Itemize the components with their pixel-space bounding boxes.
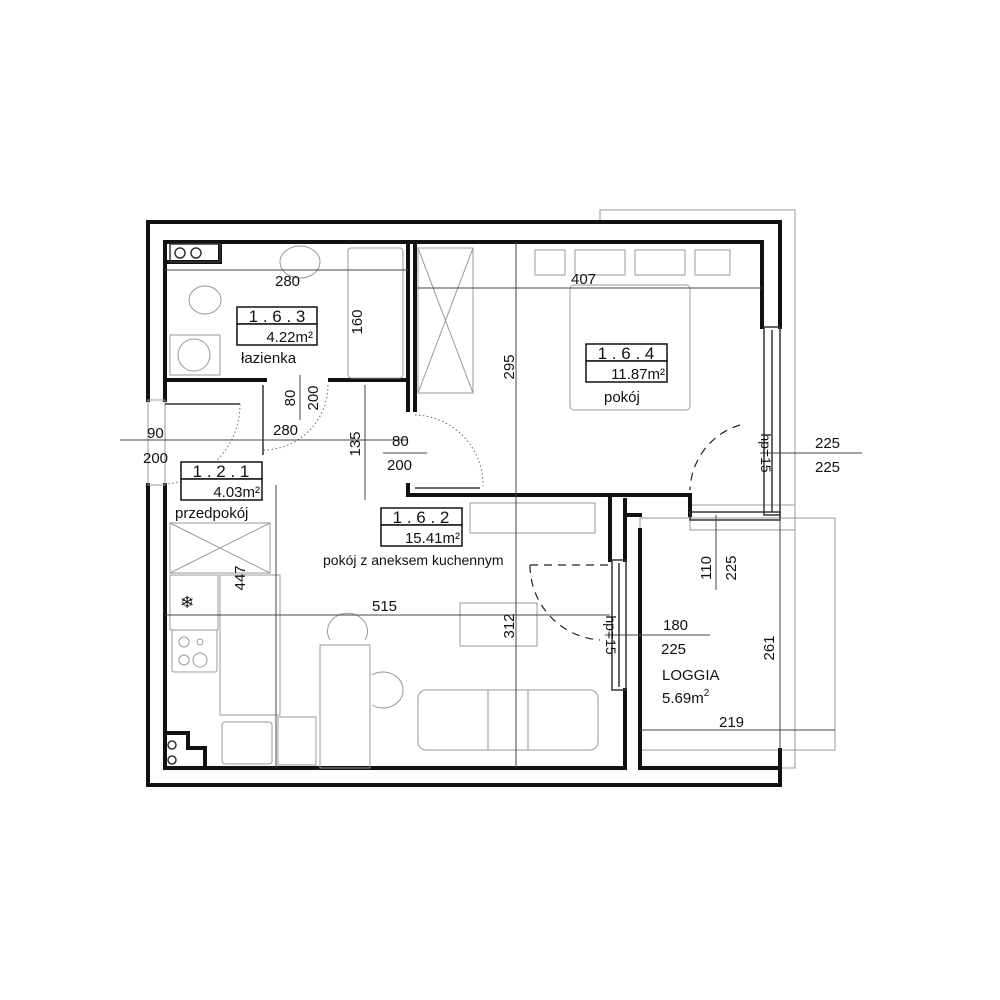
dim-label: 200 xyxy=(143,450,168,467)
dim-label: 295 xyxy=(501,354,518,379)
room-name: pokój xyxy=(604,389,640,406)
doors xyxy=(164,384,741,641)
room-label-loggia: LOGGIA 5.69m2 xyxy=(662,667,720,707)
tv-unit xyxy=(469,502,596,534)
dim-label: 135 xyxy=(347,431,364,456)
dim-label: 90 xyxy=(147,425,164,442)
room-area: 4.03m² xyxy=(213,484,260,501)
dim-label: 80 xyxy=(392,433,409,450)
room-label-bathroom: 1 . 6 . 3 4.22m² łazienka xyxy=(236,306,318,367)
windows xyxy=(147,326,781,691)
washing-machine xyxy=(169,334,221,376)
room-id: 1 . 6 . 3 xyxy=(249,307,306,326)
room-area: 4.22m² xyxy=(266,329,313,346)
dim-label: 280 xyxy=(273,422,298,439)
sofa xyxy=(417,689,599,751)
room-label-bedroom: 1 . 6 . 4 11.87m² pokój xyxy=(585,343,668,406)
dim-label: 312 xyxy=(501,613,518,638)
room-id: 1 . 6 . 2 xyxy=(393,508,450,527)
dim-label: hp=15 xyxy=(758,433,774,473)
dim-label: 160 xyxy=(349,309,366,334)
dimension-labels: 280 160 80 200 280 135 90 200 80 200 407… xyxy=(143,271,840,731)
dim-label: 80 xyxy=(282,390,299,407)
dim-label: 200 xyxy=(387,457,412,474)
dim-label: 225 xyxy=(723,555,740,580)
dim-label: hp=15 xyxy=(603,615,619,655)
room-id: 1 . 2 . 1 xyxy=(193,462,250,481)
living-window xyxy=(611,559,627,691)
dim-label: 200 xyxy=(305,385,322,410)
balcony-door-swing xyxy=(689,424,741,491)
entry-door-opening xyxy=(147,399,166,486)
dim-label: 219 xyxy=(719,714,744,731)
dim-label: 225 xyxy=(815,459,840,476)
room-name: łazienka xyxy=(241,350,297,367)
fridge-icon: ❄ xyxy=(180,593,194,612)
toilet xyxy=(188,285,222,315)
sink-icon xyxy=(221,721,273,765)
room-label-hall: 1 . 2 . 1 4.03m² przedpokój xyxy=(175,461,263,522)
room-name: LOGGIA xyxy=(662,667,720,684)
room-area: 11.87m² xyxy=(611,366,665,383)
dishwasher xyxy=(277,716,317,766)
room-name: przedpokój xyxy=(175,505,248,522)
dimension-lines xyxy=(120,242,862,768)
room-id: 1 . 6 . 4 xyxy=(598,344,655,363)
room-name: pokój z aneksem kuchennym xyxy=(323,552,504,568)
washbasin xyxy=(279,245,321,279)
dim-label: 447 xyxy=(232,565,249,590)
hall-wardrobe xyxy=(169,522,271,574)
furniture: ❄ xyxy=(167,243,731,769)
room-area: 15.41m² xyxy=(405,530,460,547)
room-label-living: 1 . 6 . 2 15.41m² pokój z aneksem kuchen… xyxy=(323,507,504,568)
dim-label: 180 xyxy=(663,617,688,634)
bedroom-window xyxy=(763,326,781,516)
loggia-outline xyxy=(599,209,836,769)
shaft-icon xyxy=(167,243,221,765)
dim-label: 515 xyxy=(372,598,397,615)
dim-label: 225 xyxy=(661,641,686,658)
coffee-table xyxy=(459,602,538,647)
kitchen-island xyxy=(319,644,371,769)
bedroom-balcony-door xyxy=(689,511,781,521)
bed xyxy=(569,284,691,411)
cooktop-icon xyxy=(171,629,218,673)
room-area: 5.69m2 xyxy=(662,688,710,707)
dim-label: 261 xyxy=(761,635,778,660)
dim-label: 110 xyxy=(698,556,715,580)
dim-label: 280 xyxy=(275,273,300,290)
dim-label: 407 xyxy=(571,271,596,288)
bathtub xyxy=(347,247,404,379)
dim-label: 225 xyxy=(815,435,840,452)
wardrobe xyxy=(417,247,474,394)
